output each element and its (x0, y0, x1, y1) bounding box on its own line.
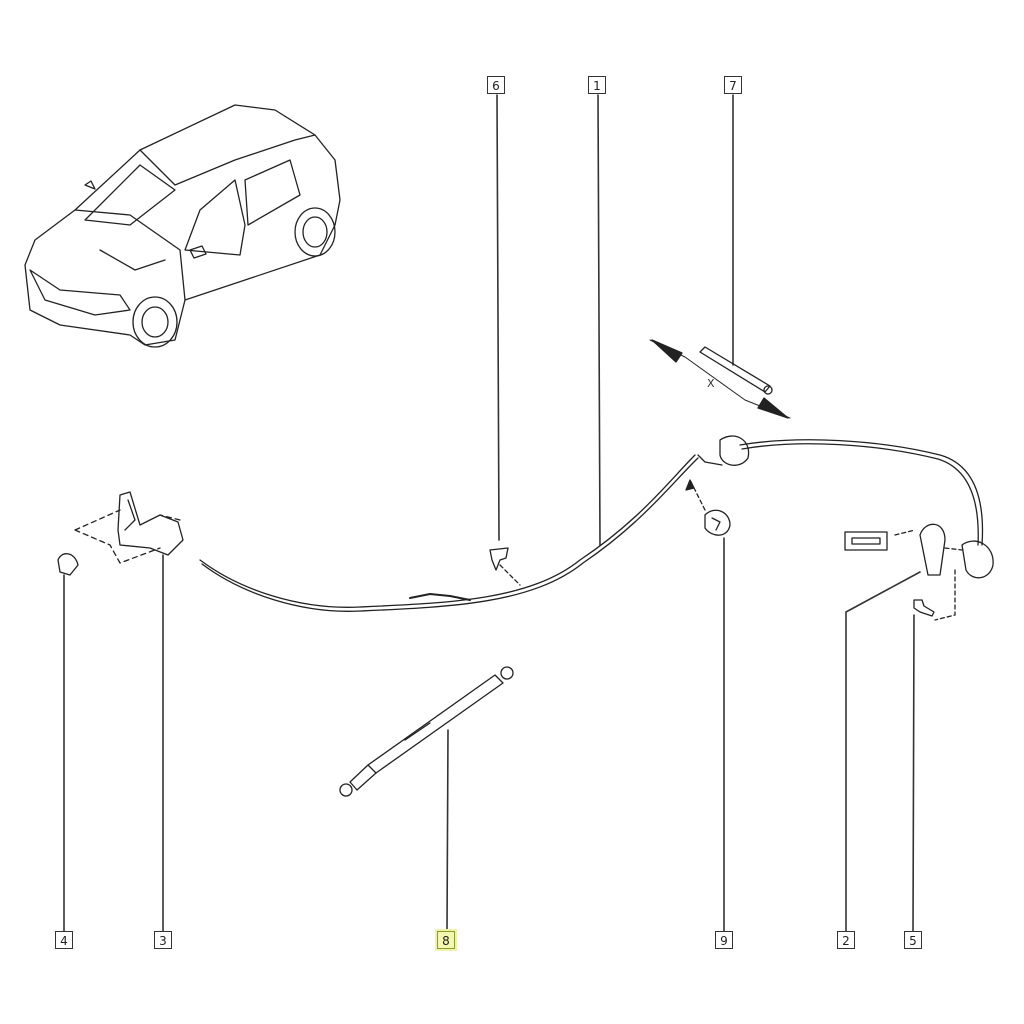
callout-7[interactable]: 7 (724, 76, 742, 94)
cable-guide (685, 435, 750, 536)
bonnet-lock (74, 491, 184, 564)
callout-8-highlighted[interactable]: 8 (437, 931, 455, 949)
release-cable (199, 439, 984, 612)
bump-stop (57, 553, 79, 576)
prop-rod (649, 339, 791, 419)
release-handle (844, 523, 994, 621)
leader-lines (63, 94, 921, 932)
dimension-label: X (707, 377, 715, 390)
callout-5[interactable]: 5 (904, 931, 922, 949)
callout-1[interactable]: 1 (588, 76, 606, 94)
callout-9[interactable]: 9 (715, 931, 733, 949)
screw (913, 599, 935, 617)
callout-6[interactable]: 6 (487, 76, 505, 94)
cable-clip (489, 547, 521, 586)
gas-strut (339, 666, 514, 797)
callout-3[interactable]: 3 (154, 931, 172, 949)
car-illustration (24, 104, 341, 348)
callout-2[interactable]: 2 (837, 931, 855, 949)
callout-4[interactable]: 4 (55, 931, 73, 949)
